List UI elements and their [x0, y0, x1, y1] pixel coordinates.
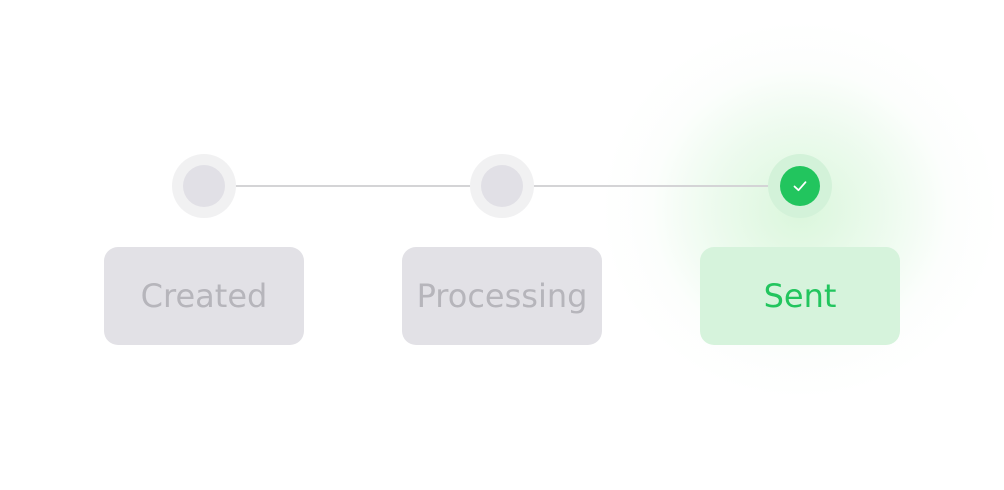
step-marker [470, 154, 534, 218]
step-dot [183, 165, 225, 207]
step-processing-button[interactable]: Processing [402, 247, 602, 345]
step-created-button[interactable]: Created [104, 247, 304, 345]
connector-created-processing [203, 185, 501, 187]
step-marker [172, 154, 236, 218]
step-dot [481, 165, 523, 207]
step-dot-complete [780, 166, 820, 206]
step-sent: Sent [700, 0, 900, 490]
step-created: Created [104, 0, 304, 490]
step-processing: Processing [402, 0, 602, 490]
connector-processing-sent [501, 185, 799, 187]
step-sent-button[interactable]: Sent [700, 247, 900, 345]
step-marker [768, 154, 832, 218]
check-icon [793, 181, 807, 192]
